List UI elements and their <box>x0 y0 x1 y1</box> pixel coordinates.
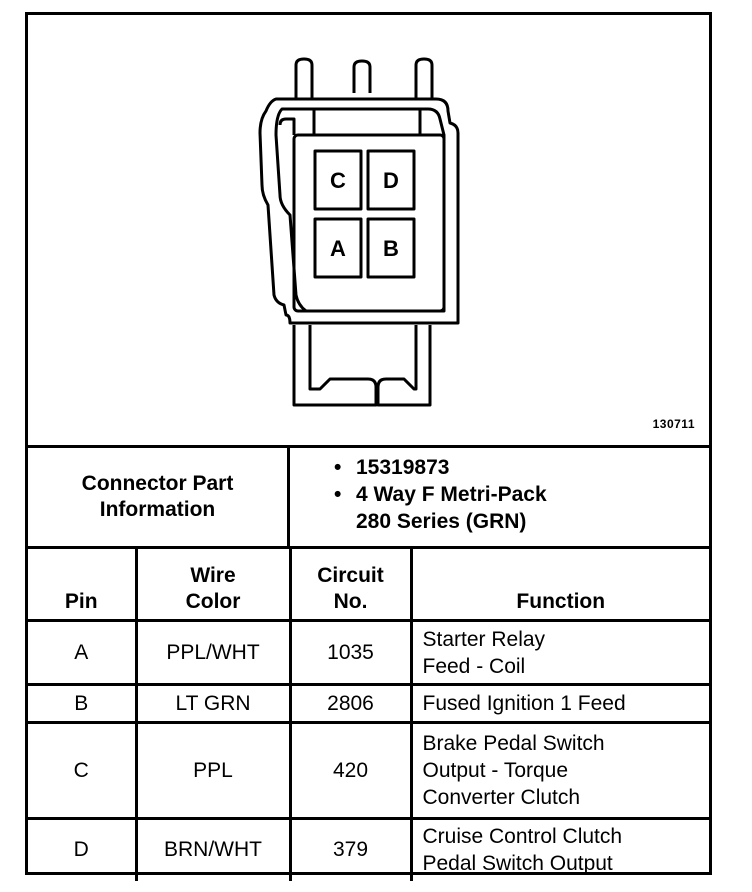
cavity-c <box>313 149 363 211</box>
cavity-label: B <box>383 236 399 261</box>
cavity-label: C <box>330 168 346 193</box>
circuit-header: Circuit No. <box>288 546 413 622</box>
circuit-cell: 420 <box>288 721 413 820</box>
table-header-row: Pin Wire Color Circuit No. Function <box>28 546 709 622</box>
connector-part-info-row: Connector Part Information 15319873 4 Wa… <box>28 448 709 549</box>
function-cell: Fused Ignition 1 Feed <box>409 683 709 724</box>
wire-color-header: Wire Color <box>134 546 292 622</box>
circuit-cell: 379 <box>288 817 413 881</box>
housing-outer-rim <box>274 107 446 313</box>
terminal-post <box>352 59 372 93</box>
circuit-cell: 1035 <box>288 619 413 686</box>
cavity-block <box>292 133 446 313</box>
table-row: B LT GRN 2806 Fused Ignition 1 Feed <box>28 683 709 724</box>
wire-color-cell: PPL/WHT <box>134 619 292 686</box>
function-cell: Brake Pedal Switch Output - Torque Conve… <box>409 721 709 820</box>
function-cell: Starter Relay Feed - Coil <box>409 619 709 686</box>
pin-cell: D <box>28 817 138 881</box>
wire-color-cell: LT GRN <box>134 683 292 724</box>
connector-housing-outline <box>258 97 460 325</box>
wire-color-cell: BRN/WHT <box>134 817 292 881</box>
pin-cell: A <box>28 619 138 686</box>
pin-cell: C <box>28 721 138 820</box>
wire-color-cell: PPL <box>134 721 292 820</box>
lock-tab-bar <box>278 117 296 135</box>
function-cell: Cruise Control Clutch Pedal Switch Outpu… <box>409 817 709 881</box>
table-row: A PPL/WHT 1035 Starter Relay Feed - Coil <box>28 619 709 686</box>
lock-tab <box>312 109 422 135</box>
figure-number: 130711 <box>652 417 695 431</box>
cavity-d <box>366 149 416 211</box>
connector-sheet: C D A B 130711 Connector Part Informatio… <box>25 12 712 881</box>
pinout-table: Pin Wire Color Circuit No. Function A PP… <box>28 546 709 881</box>
connector-part-info-label: Connector Part Information <box>28 448 290 546</box>
connector-part-info-list: 15319873 4 Way F Metri-Pack 280 Series (… <box>334 454 547 535</box>
function-header: Function <box>409 546 709 622</box>
pin-cell: B <box>28 683 138 724</box>
table-row: D BRN/WHT 379 Cruise Control Clutch Peda… <box>28 817 709 881</box>
pin-header: Pin <box>28 546 138 622</box>
terminal-post <box>414 57 434 99</box>
cavity-b <box>366 217 416 279</box>
connector-description: 4 Way F Metri-Pack 280 Series (GRN) <box>334 481 547 535</box>
cavity-label: D <box>383 168 399 193</box>
connector-leg-right <box>376 325 432 407</box>
circuit-cell: 2806 <box>288 683 413 724</box>
table-row: C PPL 420 Brake Pedal Switch Output - To… <box>28 721 709 820</box>
connector-diagram: C D A B <box>258 57 460 407</box>
connector-drawing-area: C D A B 130711 <box>28 15 709 448</box>
cavity-label: A <box>330 236 346 261</box>
connector-leg-left <box>292 325 378 407</box>
cavity-a <box>313 217 363 279</box>
terminal-post <box>294 57 314 99</box>
part-number: 15319873 <box>334 454 547 481</box>
